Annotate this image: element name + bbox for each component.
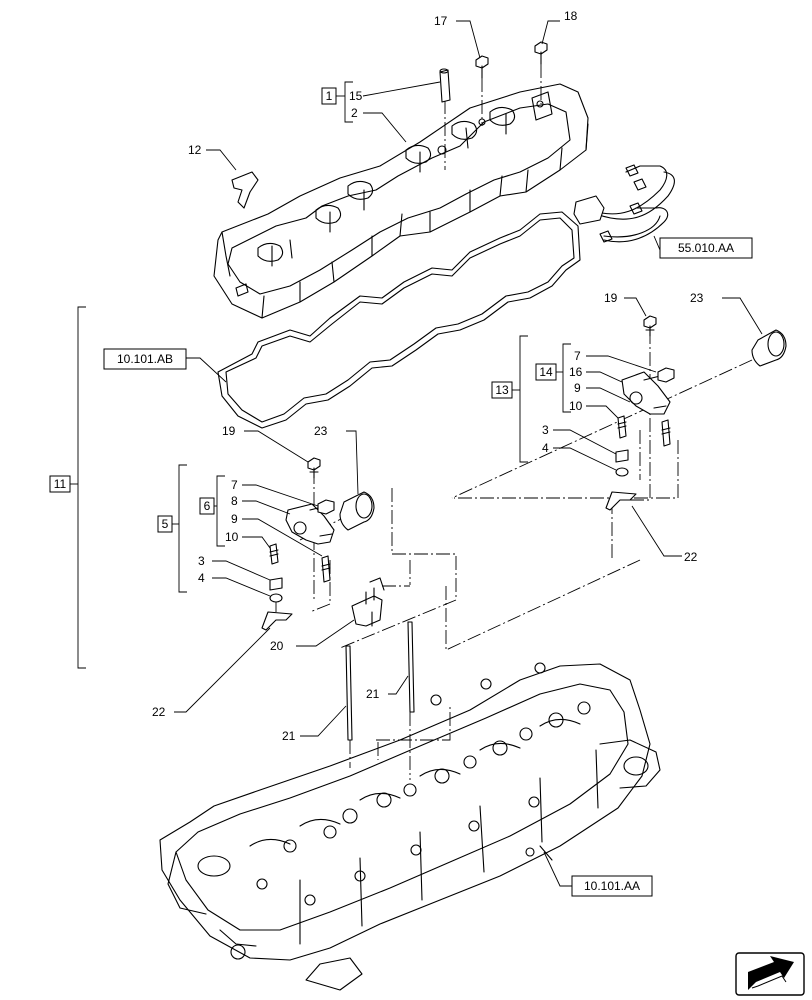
valve-cover <box>213 83 589 319</box>
valve-cover-gasket <box>217 211 581 429</box>
label-3-left: 3 <box>198 554 205 568</box>
pushrod-9-right <box>661 419 671 447</box>
label-21-lower: 21 <box>282 729 296 743</box>
label-16: 16 <box>569 365 583 379</box>
label-20: 20 <box>270 639 284 653</box>
part-labels: 17 18 15 2 12 19 23 7 16 9 10 3 4 22 19 … <box>152 9 704 743</box>
label-15: 15 <box>349 89 363 103</box>
clip-12 <box>231 171 259 209</box>
reference-10101AB[interactable]: 10.101.AB <box>103 348 187 370</box>
pushrod-9-left <box>321 555 331 583</box>
group-box-14: 14 <box>535 363 557 381</box>
arrow-next-page-icon[interactable] <box>735 952 805 996</box>
leader-lines <box>174 20 763 887</box>
svg-text:1: 1 <box>326 89 333 103</box>
label-18: 18 <box>564 9 578 23</box>
svg-text:14: 14 <box>539 365 553 379</box>
screw-19-left <box>307 457 321 479</box>
reference-55010AA[interactable]: 55.010.AA <box>659 237 753 259</box>
group-box-11: 11 <box>49 475 71 493</box>
label-22-right: 22 <box>684 550 698 564</box>
label-4-left: 4 <box>198 571 205 585</box>
label-19-right: 19 <box>604 291 618 305</box>
label-9-left: 9 <box>231 512 238 526</box>
label-9-right: 9 <box>574 381 581 395</box>
reference-10101AA[interactable]: 10.101.AA <box>571 875 653 897</box>
label-10-left: 10 <box>225 530 239 544</box>
label-22-left: 22 <box>152 705 166 719</box>
label-12: 12 <box>188 143 202 157</box>
nut-7-left <box>317 499 335 515</box>
group-box-1: 1 <box>321 87 337 105</box>
label-2: 2 <box>351 106 358 120</box>
spacer-23-right <box>751 329 787 367</box>
group-box-13: 13 <box>491 381 513 399</box>
label-10-right: 10 <box>569 399 583 413</box>
assembly-lines <box>275 64 753 780</box>
spacer-23-left <box>339 491 375 531</box>
svg-text:6: 6 <box>204 499 211 513</box>
label-7-right: 7 <box>574 349 581 363</box>
rocker-assembly-right <box>621 371 671 415</box>
label-8: 8 <box>231 494 238 508</box>
dowel-15 <box>439 68 451 103</box>
cap-3-left <box>269 577 283 591</box>
screw-18 <box>534 41 548 65</box>
svg-text:11: 11 <box>54 477 67 491</box>
washer-4-left <box>269 593 283 603</box>
cap-3-right <box>615 449 629 463</box>
bolt-10-right <box>617 415 627 439</box>
svg-text:5: 5 <box>162 517 169 531</box>
wiring-harness <box>573 164 675 243</box>
svg-text:10.101.AA: 10.101.AA <box>584 879 640 893</box>
washer-4-right <box>615 467 629 477</box>
screw-19-right <box>643 315 657 337</box>
nut-7-right <box>657 367 675 383</box>
bracket-22-right <box>605 491 637 511</box>
label-3-right: 3 <box>542 423 549 437</box>
rod-21-left <box>345 645 353 741</box>
label-4-right: 4 <box>542 441 549 455</box>
sensor-20 <box>351 577 385 627</box>
svg-text:55.010.AA: 55.010.AA <box>678 241 734 255</box>
rod-21-right <box>407 621 415 713</box>
bracket-22-left <box>261 611 293 631</box>
group-box-5: 5 <box>157 515 173 533</box>
svg-text:10.101.AB: 10.101.AB <box>117 352 173 366</box>
label-23-left: 23 <box>314 424 328 438</box>
group-box-6: 6 <box>199 497 215 515</box>
svg-text:13: 13 <box>495 383 509 397</box>
bolt-10-left <box>269 543 279 565</box>
cylinder-head <box>159 662 661 991</box>
label-19-left: 19 <box>222 424 236 438</box>
label-17: 17 <box>434 14 448 28</box>
label-7-left: 7 <box>231 478 238 492</box>
label-23-right: 23 <box>690 291 704 305</box>
screw-17 <box>475 55 489 79</box>
label-21-upper: 21 <box>366 687 380 701</box>
